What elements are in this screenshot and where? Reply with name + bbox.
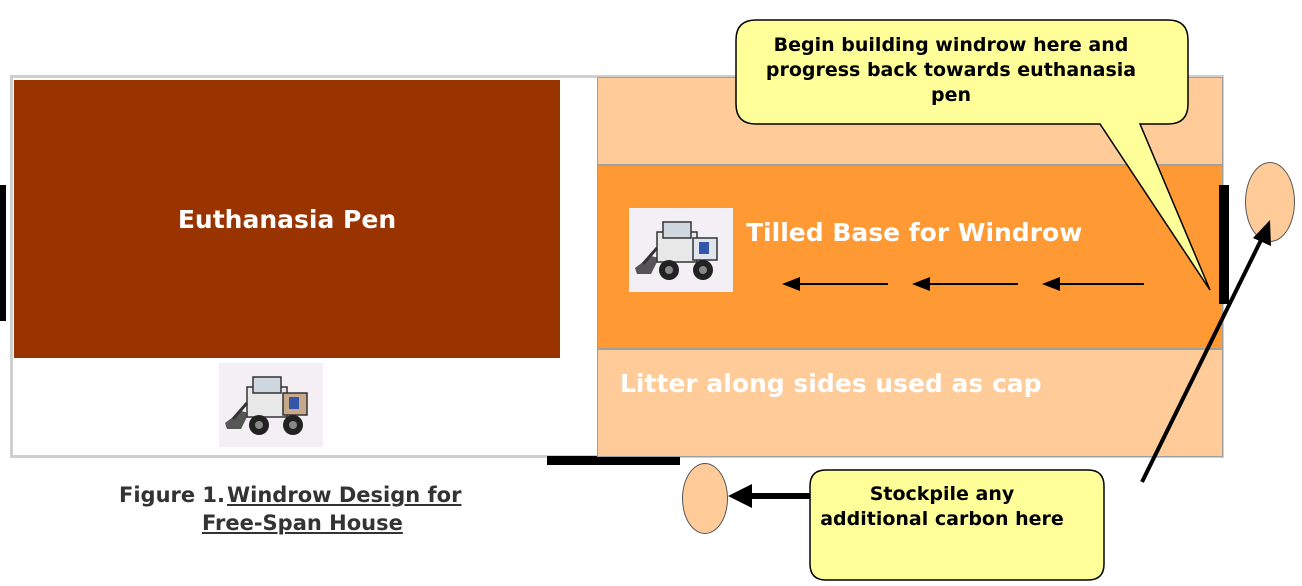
euthanasia-pen: Euthanasia Pen [14,80,560,358]
callout-begin-shape [735,19,1211,291]
skid-steer-loader-icon [219,363,323,447]
litter-cap-area [597,349,1223,457]
door-bottom [547,456,680,465]
callout-stockpile-text: Stockpile any additional carbon here [820,483,1064,530]
figure-number: Figure 1. [119,483,226,507]
progression-arrow [1042,277,1144,291]
figure-title-line-2: Free-Span House [202,511,403,535]
door-left [0,185,6,321]
figure-title-line-1: Windrow Design for [227,483,462,507]
progression-arrow [782,277,888,291]
door-right [1219,185,1229,304]
carbon-stockpile-left [682,463,728,534]
progression-arrow [912,277,1018,291]
litter-cap-label: Litter along sides used as cap [620,369,1042,398]
callout-stockpile-shape [809,469,1105,581]
stockpile-arrow-left [728,484,810,508]
tilled-base-label: Tilled Base for Windrow [746,218,1083,247]
euthanasia-pen-label: Euthanasia Pen [177,204,397,234]
callout-begin-text: Begin building windrow here and progress… [765,34,1137,106]
stockpile-arrow-right [1140,220,1271,483]
skid-steer-loader-icon [629,208,733,292]
